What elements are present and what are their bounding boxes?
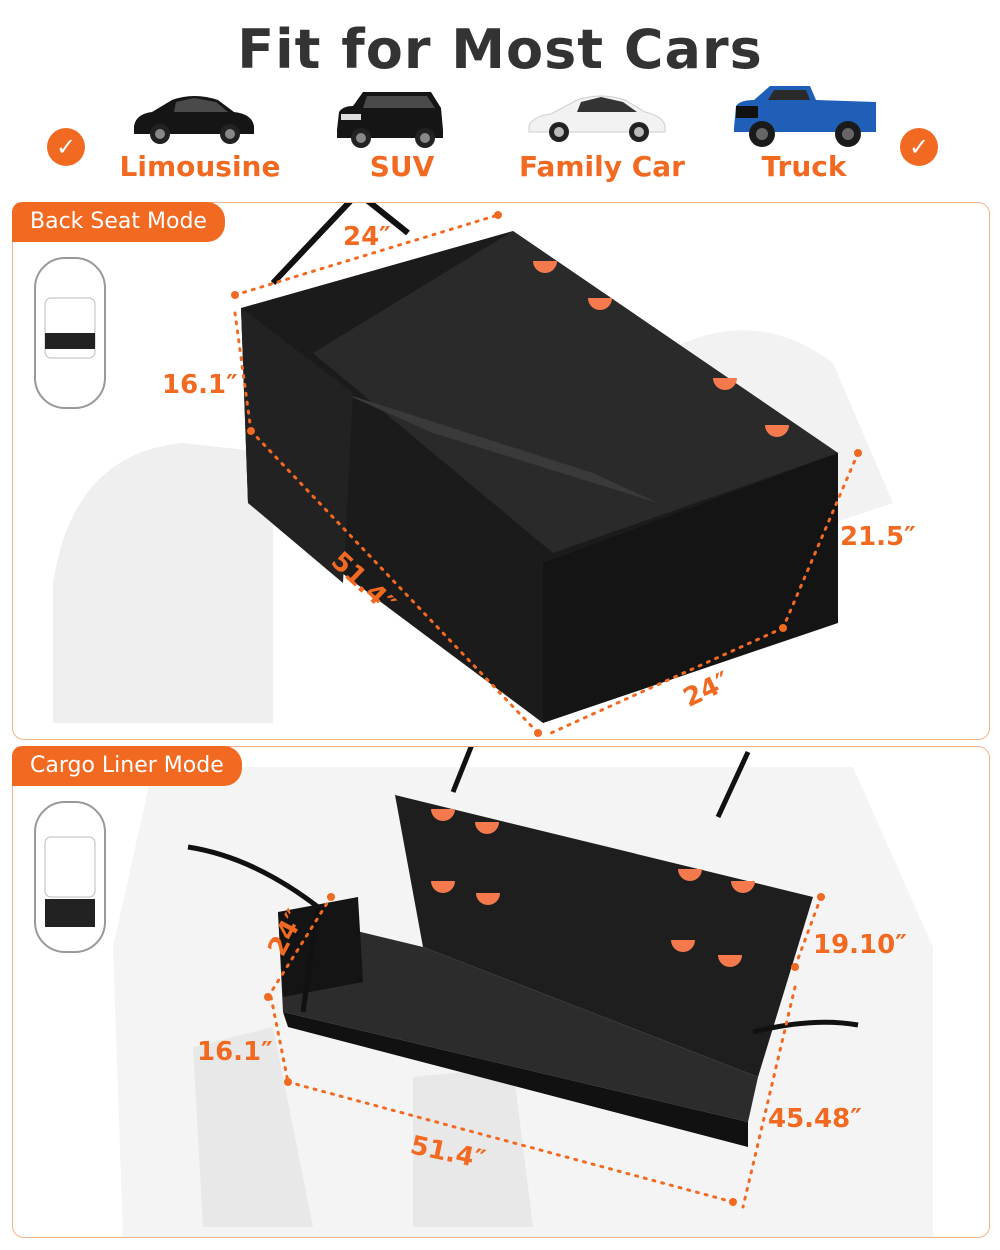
truck-icon: [734, 86, 876, 147]
cargo-height-left: 16.1″: [197, 1037, 273, 1067]
car-label-suv: SUV: [369, 150, 435, 183]
back-seat-mode-tag: Back Seat Mode: [12, 202, 225, 242]
back-seat-liner: [241, 231, 838, 723]
check-icon: ✓: [47, 128, 85, 166]
clip-icon: [765, 425, 789, 437]
cargo-mode-tag: Cargo Liner Mode: [12, 746, 242, 786]
car-label-family-car: Family Car: [518, 150, 685, 183]
back-seat-top-width: 24″: [343, 222, 391, 252]
check-icon: ✓: [900, 128, 938, 166]
back-seat-panel: [12, 202, 990, 740]
cargo-panel: [12, 746, 990, 1238]
car-topview-icon: [34, 801, 106, 953]
clip-icon: [588, 298, 612, 310]
clip-icon: [533, 261, 557, 273]
back-seat-height-left: 16.1″: [162, 370, 238, 400]
car-label-limousine: Limousine: [119, 150, 281, 183]
back-seat-height-right: 21.5″: [840, 522, 916, 552]
cargo-height-right: 19.10″: [813, 930, 907, 960]
page-title: Fit for Most Cars: [237, 18, 763, 81]
clip-icon: [713, 378, 737, 390]
car-label-truck: Truck: [761, 150, 847, 183]
suv-car-icon: [337, 92, 443, 148]
sedan-car-icon: [134, 96, 254, 144]
family-car-icon: [528, 95, 666, 142]
car-topview-icon: [34, 257, 106, 409]
cargo-liner: [278, 795, 813, 1147]
cargo-depth: 45.48″: [768, 1104, 862, 1134]
